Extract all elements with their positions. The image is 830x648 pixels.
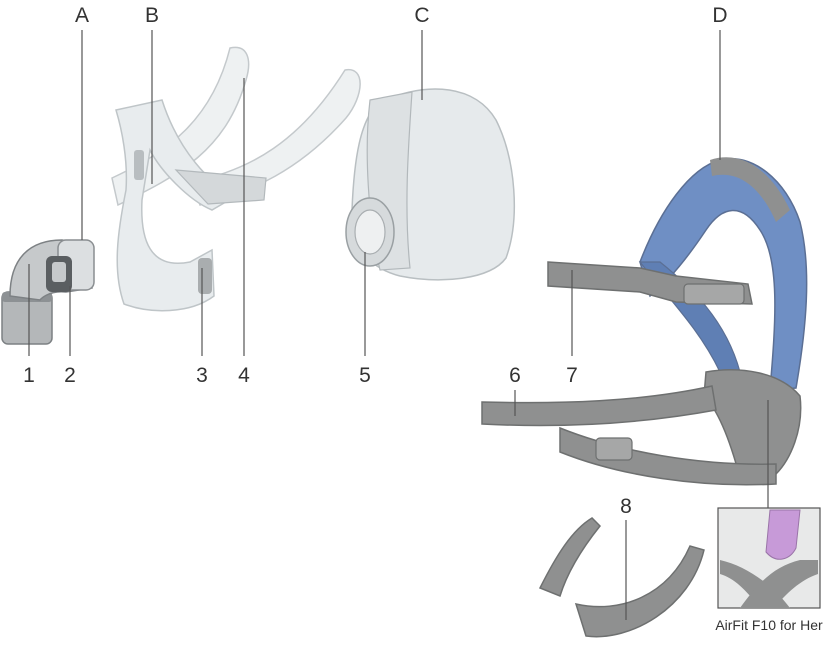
label-7: 7: [566, 364, 578, 387]
label-c: C: [414, 4, 429, 27]
inset-caption: AirFit F10 for Her: [715, 617, 823, 633]
label-3: 3: [196, 364, 208, 387]
soft-sleeves: [540, 518, 704, 637]
cushion-assembly: [346, 89, 514, 280]
frame-assembly: [112, 47, 360, 310]
label-a: A: [75, 4, 89, 27]
elbow-assembly: [2, 240, 94, 344]
label-6: 6: [509, 364, 521, 387]
headgear-assembly: [482, 157, 807, 484]
label-b: B: [145, 4, 159, 27]
label-4: 4: [238, 364, 250, 387]
label-1: 1: [23, 364, 35, 387]
label-d: D: [712, 4, 727, 27]
label-8: 8: [620, 495, 632, 518]
label-5: 5: [359, 364, 371, 387]
label-2: 2: [64, 364, 76, 387]
her-inset: [718, 508, 820, 608]
